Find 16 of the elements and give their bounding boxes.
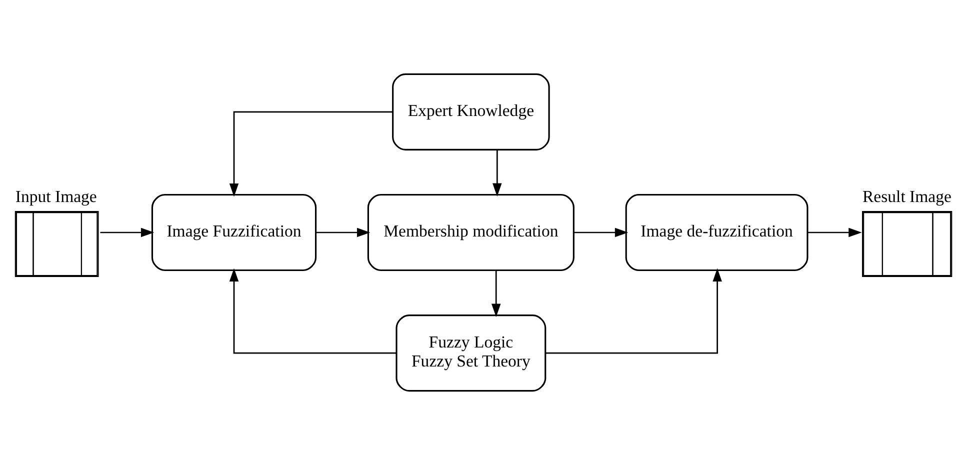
node-box: Fuzzy Logic Fuzzy Set Theory bbox=[396, 314, 546, 392]
node-box: Membership modification bbox=[367, 194, 574, 272]
arrow bbox=[574, 228, 628, 238]
arrow bbox=[100, 228, 154, 238]
arrow bbox=[229, 111, 393, 197]
arrow bbox=[229, 268, 396, 354]
arrow bbox=[546, 268, 722, 354]
arrow bbox=[491, 270, 501, 318]
arrow bbox=[492, 150, 502, 196]
node-box: Image de-fuzzification bbox=[625, 194, 808, 272]
arrow bbox=[316, 228, 370, 238]
node-box: Image Fuzzification bbox=[151, 194, 317, 272]
node-box: Expert Knowledge bbox=[392, 73, 550, 150]
node-label: Result Image bbox=[862, 186, 952, 206]
arrow bbox=[808, 228, 862, 238]
node-label: Input Image bbox=[15, 186, 97, 206]
